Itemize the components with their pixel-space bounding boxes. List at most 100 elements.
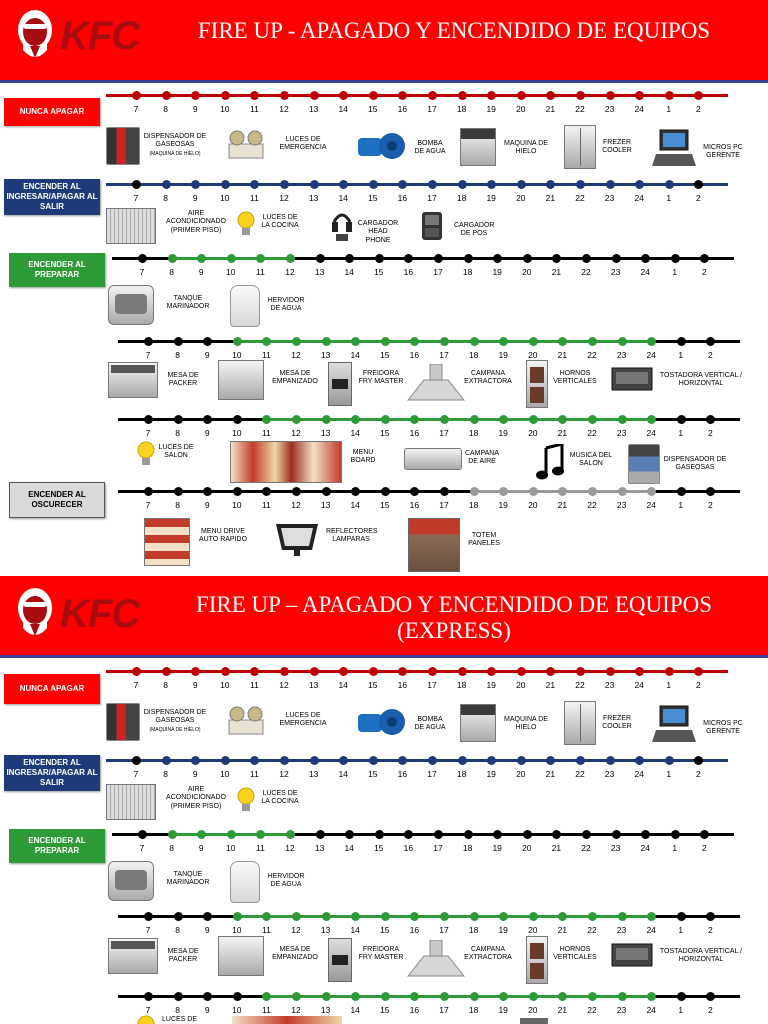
hour-label: 24 — [646, 1005, 656, 1015]
hour-label: 11 — [249, 193, 259, 203]
timeline-dot — [321, 912, 331, 921]
timeline-dot — [132, 756, 141, 765]
label-encender-oscurecer: ENCENDER AL OSCURECER — [9, 482, 105, 518]
timeline-dot — [582, 254, 591, 263]
equipment-label: HORNOS VERTICALES — [553, 370, 597, 386]
hour-label: 19 — [498, 350, 508, 360]
cut-off-image — [520, 1018, 548, 1024]
hour-label: 7 — [145, 1005, 151, 1015]
section1-title: FIRE UP - APAGADO Y ENCENDIDO DE EQUIPOS — [197, 18, 711, 43]
timeline-dot — [351, 912, 361, 921]
timeline-dot — [558, 487, 568, 496]
equipment-label: AIRE ACONDICIONADO (PRIMER PISO) — [166, 786, 226, 810]
section2-banner: KFC FIRE UP – APAGADO Y ENCENDIDO DE EQU… — [0, 576, 768, 658]
hour-label: 22 — [587, 1005, 597, 1015]
hour-label: 20 — [516, 104, 526, 114]
timeline-dot — [321, 337, 331, 346]
timeline-dot — [161, 667, 171, 676]
timeline-dot — [250, 667, 260, 676]
equipment-label: MAQUINA DE HIELO — [504, 140, 548, 156]
hour-label: 15 — [380, 925, 390, 935]
hour-label: 8 — [169, 267, 174, 277]
hour-label: 12 — [291, 428, 301, 438]
timeline-dot — [670, 254, 680, 263]
soda-dispenser-icon — [106, 127, 140, 165]
extractor-hood-icon — [406, 940, 466, 977]
timeline-dot — [457, 91, 467, 100]
equipment-air-conditioner: AIRE ACONDICIONADO (PRIMER PISO) — [106, 208, 230, 252]
packer-table-icon — [108, 938, 158, 974]
hour-label: 22 — [581, 843, 591, 853]
timeline-dot — [440, 912, 449, 921]
timeline-dot — [528, 415, 538, 424]
equipment-label: BOMBA DE AGUA — [414, 140, 446, 156]
equipment-label: TOTEM PANELES — [468, 532, 500, 548]
hour-label: 9 — [204, 350, 210, 360]
hour-label: 20 — [522, 843, 532, 853]
timeline-dot — [558, 992, 568, 1001]
equipment-label: LUCES DE EMERGENCIA — [279, 136, 327, 152]
timeline-dot — [220, 180, 230, 189]
hour-label: 7 — [133, 104, 139, 114]
timeline-dot — [664, 756, 674, 765]
equipment-label: DISPENSADOR DE GASEOSAS — [663, 456, 727, 472]
hour-label: 12 — [291, 1005, 301, 1015]
timeline-dot — [487, 91, 497, 100]
air-conditioner-icon — [106, 784, 156, 820]
hour-label: 2 — [696, 193, 701, 203]
hour-label: 23 — [610, 267, 621, 277]
hour-label: 1 — [678, 428, 684, 438]
hour-label: 24 — [646, 350, 656, 360]
timeline-dot — [706, 415, 716, 424]
equipment-breading-table: MESA DE EMPANIZADO — [218, 360, 328, 404]
timeline-dot — [499, 415, 509, 424]
timeline-dot — [309, 180, 319, 189]
timeline-dot — [203, 487, 213, 496]
equipment-extractor-hood: CAMPANA EXTRACTORA — [406, 940, 516, 982]
hour-label: 10 — [232, 500, 242, 510]
equipment-label: FREIDORA FRY MASTER — [358, 946, 404, 962]
timeline-dot — [516, 91, 526, 100]
timeline-dot — [617, 337, 627, 346]
timeline-dot — [173, 912, 183, 921]
floodlight-icon — [276, 524, 318, 556]
hour-label: 16 — [409, 1005, 420, 1015]
hour-label: 15 — [368, 680, 378, 690]
hour-label: 19 — [498, 500, 508, 510]
timeline-dot — [374, 830, 384, 839]
hour-label: 13 — [308, 680, 319, 690]
hour-label: 11 — [255, 843, 265, 853]
colonel-face-icon — [18, 10, 52, 58]
timeline-dot — [469, 912, 479, 921]
equipment-kitchen-lights: LUCES DE LA COCINA — [236, 786, 326, 820]
hour-label: 19 — [498, 1005, 508, 1015]
timeline-dot — [428, 667, 437, 676]
hour-label: 24 — [646, 500, 656, 510]
timeline-dot — [292, 415, 301, 424]
hour-label: 15 — [368, 769, 378, 779]
hour-label: 19 — [486, 680, 496, 690]
hour-label: 22 — [575, 769, 585, 779]
hour-label: 18 — [468, 500, 479, 510]
hour-label: 24 — [634, 104, 644, 114]
timeline-dot — [309, 91, 319, 100]
air-conditioner-icon — [106, 208, 156, 244]
timeline-dot — [617, 992, 627, 1001]
equipment-label: MESA DE PACKER — [167, 948, 199, 964]
hour-label: 13 — [314, 267, 325, 277]
hour-label: 13 — [320, 350, 331, 360]
hour-label: 20 — [516, 680, 526, 690]
timeline-segment — [106, 183, 728, 186]
timeline-segment — [651, 418, 740, 421]
timeline-dot — [292, 912, 301, 921]
timeline-dot — [339, 91, 349, 100]
timeline-dot — [345, 830, 355, 839]
timeline-segment — [290, 257, 734, 260]
timeline-dot — [404, 830, 414, 839]
timeline-dot — [617, 415, 627, 424]
equipment-label: TOSTADORA VERTICAL / HORIZONTAL — [659, 372, 743, 388]
timeline-dot — [410, 487, 420, 496]
timeline-dot — [262, 337, 272, 346]
hour-label: 17 — [433, 267, 443, 277]
timeline-dot — [516, 180, 526, 189]
